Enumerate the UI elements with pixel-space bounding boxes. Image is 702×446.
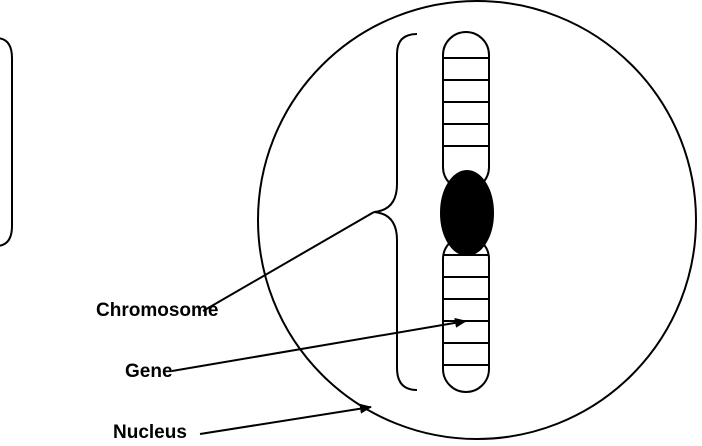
chromosome-label: Chromosome [96, 300, 218, 321]
gene-leader-arrow [172, 321, 466, 371]
upper-gene-bands [443, 58, 489, 146]
centromere [441, 171, 493, 255]
chromosome-brace [374, 34, 417, 390]
lower-gene-bands [443, 255, 489, 365]
nucleus-leader-arrow [200, 407, 371, 434]
nucleus-label: Nucleus [113, 422, 187, 443]
chromosome-leader-line [203, 212, 374, 311]
left-cell-outline [0, 38, 12, 246]
gene-label: Gene [125, 361, 173, 382]
chromosome-lower-arm [443, 236, 489, 392]
chromosome-upper-arm [443, 32, 489, 190]
